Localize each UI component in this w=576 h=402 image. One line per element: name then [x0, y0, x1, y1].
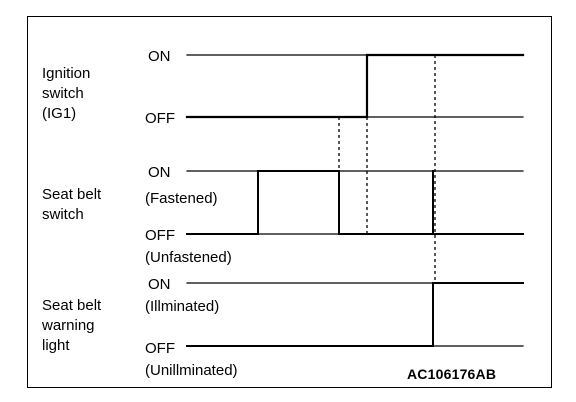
warning-light-waveform — [186, 282, 524, 347]
warning-light-off-sub: (Unillminated) — [145, 362, 238, 379]
figure-id: AC106176AB — [407, 366, 497, 382]
signal-name-warning-light: Seat belt warning light — [42, 297, 102, 354]
signal-name-ignition-switch: Ignition switch (IG1) — [42, 65, 91, 122]
warning-light-on-sub: (Illminated) — [145, 298, 220, 315]
ignition-on-label: ON — [148, 48, 171, 65]
ignition-waveform — [185, 53, 525, 119]
belt-switch-off-label: OFF — [145, 227, 175, 244]
belt-switch-off-sub: (Unfastened) — [145, 249, 232, 266]
belt-switch-waveform — [186, 170, 524, 235]
signal-name-seat-belt-switch: Seat belt switch — [42, 186, 102, 223]
warning-light-off-label: OFF — [145, 340, 175, 357]
ignition-off-label: OFF — [145, 110, 175, 127]
diagram-frame — [27, 16, 552, 388]
warning-light-on-label: ON — [148, 276, 171, 293]
belt-switch-on-sub: (Fastened) — [145, 190, 218, 207]
belt-switch-on-label: ON — [148, 164, 171, 181]
